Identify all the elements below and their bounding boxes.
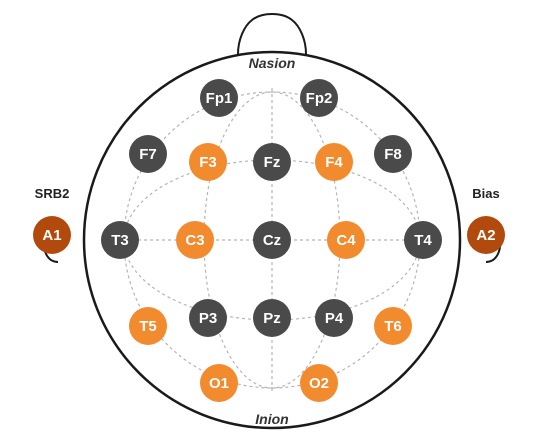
electrode-t4-label: T4 [414, 232, 432, 249]
electrode-p3[interactable]: P3 [189, 299, 227, 337]
electrode-fp1-dot [200, 79, 238, 117]
electrode-t3-dot [101, 221, 139, 259]
electrode-fz-label: Fz [264, 154, 281, 171]
bias-label: Bias [472, 186, 499, 201]
electrode-t3-label: T3 [111, 232, 129, 249]
electrode-t6-dot [374, 307, 412, 345]
electrode-cz[interactable]: Cz [253, 221, 291, 259]
electrode-fp2-label: Fp2 [306, 90, 333, 107]
electrode-f4-label: F4 [325, 154, 343, 171]
electrode-fz-dot [253, 143, 291, 181]
electrode-f7[interactable]: F7 [129, 135, 167, 173]
electrode-o1-dot [200, 364, 238, 402]
electrode-c3-dot [176, 221, 214, 259]
electrode-f7-label: F7 [139, 146, 157, 163]
electrode-f7-dot [129, 135, 167, 173]
electrode-p4-dot [315, 299, 353, 337]
electrode-cz-label: Cz [263, 232, 281, 249]
electrode-a2[interactable]: A2 [467, 216, 505, 254]
electrode-a1[interactable]: A1 [33, 216, 71, 254]
electrode-f8-dot [374, 135, 412, 173]
electrode-cz-dot [253, 221, 291, 259]
electrode-f3-label: F3 [199, 154, 217, 171]
electrode-t5-dot [129, 307, 167, 345]
electrode-t4-dot [404, 221, 442, 259]
electrode-pz-dot [253, 299, 291, 337]
electrode-c4[interactable]: C4 [327, 221, 365, 259]
electrode-o2-label: O2 [309, 375, 329, 392]
electrode-o2[interactable]: O2 [300, 364, 338, 402]
electrode-a1-label: A1 [42, 227, 61, 244]
electrode-fp2-dot [300, 79, 338, 117]
electrode-c4-dot [327, 221, 365, 259]
electrode-c4-label: C4 [336, 232, 356, 249]
electrode-a2-label: A2 [476, 227, 495, 244]
electrode-f3[interactable]: F3 [189, 143, 227, 181]
electrode-t6-label: T6 [384, 318, 402, 335]
electrode-o1[interactable]: O1 [200, 364, 238, 402]
electrode-fp2[interactable]: Fp2 [300, 79, 338, 117]
electrode-t5-label: T5 [139, 318, 157, 335]
electrode-p4-label: P4 [325, 310, 344, 327]
electrode-fp1[interactable]: Fp1 [200, 79, 238, 117]
electrode-p3-dot [189, 299, 227, 337]
electrode-f8-label: F8 [384, 146, 402, 163]
inion-label: Inion [255, 411, 288, 427]
nasion-label: Nasion [249, 55, 296, 71]
electrode-f4[interactable]: F4 [315, 143, 353, 181]
electrode-o2-dot [300, 364, 338, 402]
electrode-f4-dot [315, 143, 353, 181]
electrode-fp1-label: Fp1 [206, 90, 233, 107]
electrode-p4[interactable]: P4 [315, 299, 353, 337]
electrode-fz[interactable]: Fz [253, 143, 291, 181]
electrode-p3-label: P3 [199, 310, 217, 327]
electrode-f8[interactable]: F8 [374, 135, 412, 173]
electrode-f3-dot [189, 143, 227, 181]
electrode-a2-dot [467, 216, 505, 254]
electrode-c3-label: C3 [185, 232, 204, 249]
electrode-c3[interactable]: C3 [176, 221, 214, 259]
electrode-t6[interactable]: T6 [374, 307, 412, 345]
electrode-pz[interactable]: Pz [253, 299, 291, 337]
electrode-pz-label: Pz [263, 310, 281, 327]
electrode-t5[interactable]: T5 [129, 307, 167, 345]
electrode-o1-label: O1 [209, 375, 229, 392]
nose-outline [237, 13, 307, 55]
electrode-t4[interactable]: T4 [404, 221, 442, 259]
electrode-a1-dot [33, 216, 71, 254]
srb2-label: SRB2 [35, 186, 70, 201]
electrode-t3[interactable]: T3 [101, 221, 139, 259]
